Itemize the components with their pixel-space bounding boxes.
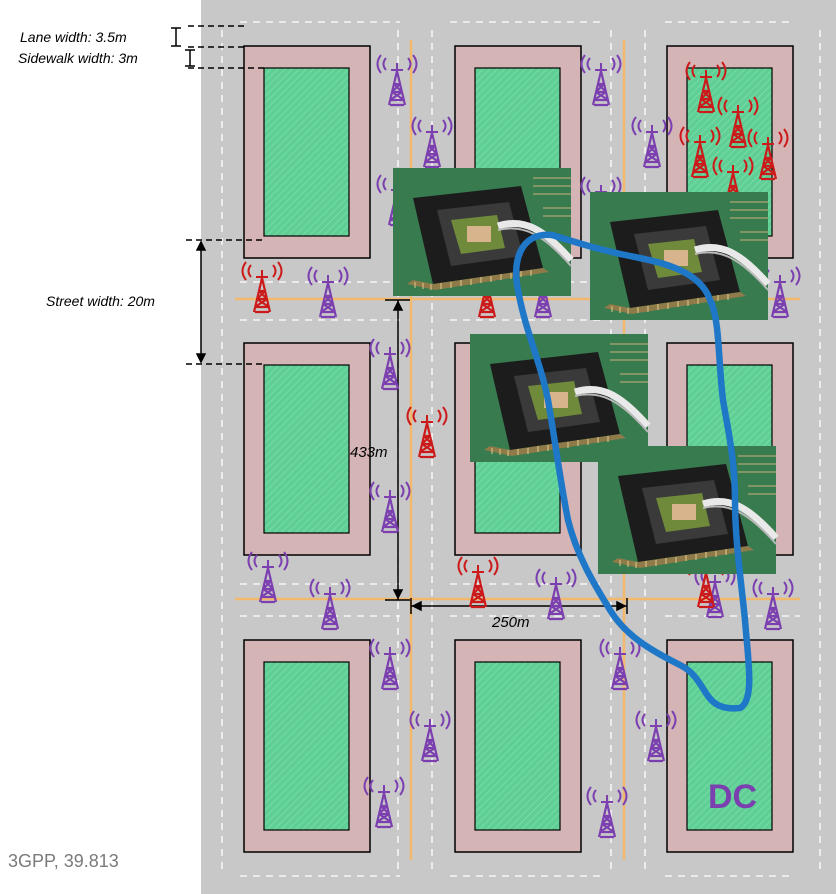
block-4 bbox=[243, 342, 371, 556]
dimension-lines bbox=[171, 25, 628, 614]
chip-photo-icon bbox=[598, 446, 776, 574]
sidewalk-width-label: Sidewalk width: 3m bbox=[18, 50, 138, 66]
block-8 bbox=[454, 639, 582, 853]
street-width-label: Street width: 20m bbox=[46, 293, 155, 309]
chip-photo-icon bbox=[470, 334, 648, 462]
route-path bbox=[512, 231, 753, 712]
distance-250m-label: 250m bbox=[492, 614, 530, 631]
data-center-label: DC bbox=[708, 778, 758, 816]
distance-433m-label: 433m bbox=[350, 444, 388, 461]
block-1 bbox=[243, 45, 371, 259]
lane-width-label: Lane width: 3.5m bbox=[20, 29, 127, 45]
citation-text: 3GPP, 39.813 bbox=[8, 851, 119, 871]
block-7 bbox=[243, 639, 371, 853]
